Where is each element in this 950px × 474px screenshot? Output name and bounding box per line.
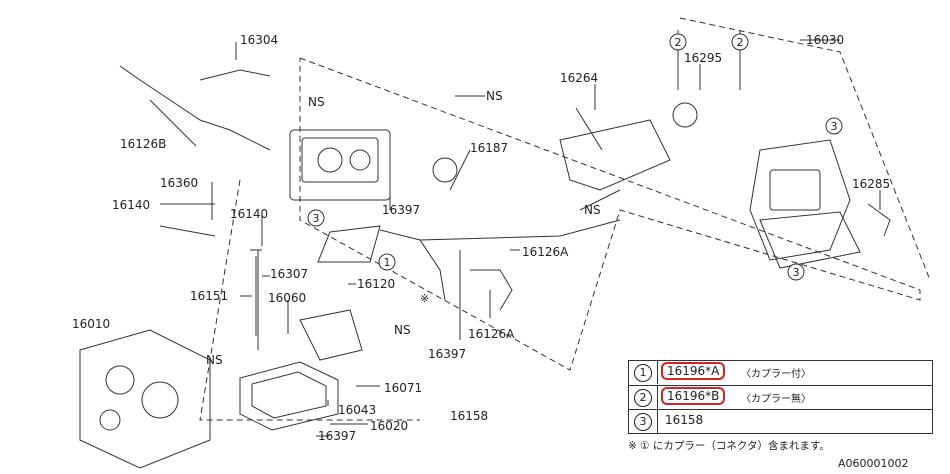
actuator-sketch (559, 119, 671, 191)
carburetor-body-sketch (289, 129, 391, 201)
part-label-16304: 16304 (240, 33, 278, 47)
ns-label: NS (206, 353, 223, 367)
ns-label: NS (308, 95, 325, 109)
part-label-16187: 16187 (470, 141, 508, 155)
carburetor-assembly-sketch (79, 329, 211, 469)
circle-marker-2: 2 (675, 36, 682, 49)
legend-code-highlighted: 16196*B (661, 387, 726, 405)
circle-markers: 1 2 2 3 3 3 (307, 33, 843, 281)
part-label-16120: 16120 (357, 277, 395, 291)
legend-number: 3 (634, 412, 652, 431)
legend-row: 2 16196*B 〈カプラー無〉 (629, 385, 932, 409)
legend-description: 〈カプラー付〉 (741, 369, 811, 380)
part-label-16071: 16071 (384, 381, 422, 395)
linkage-sketch (119, 65, 271, 151)
legend-number: 2 (634, 388, 652, 407)
circle-marker-3: 3 (313, 212, 320, 225)
ns-label: NS (584, 203, 601, 217)
part-label-16397-2: 16397 (428, 347, 466, 361)
dashed-outline-right (679, 17, 931, 281)
part-label-16020: 16020 (370, 419, 408, 433)
part-label-16307: 16307 (270, 267, 308, 281)
circle-marker-2-b: 2 (737, 36, 744, 49)
legend-row: 1 16196*A 〈カプラー付〉 (629, 361, 932, 385)
part-label-16151: 16151 (190, 289, 228, 303)
reference-code: A060001002 (838, 457, 909, 470)
part-label-16140: 16140 (112, 198, 150, 212)
part-label-16060: 16060 (268, 291, 306, 305)
circle-marker-1: 1 (384, 256, 391, 269)
throttle-body-sketch (749, 139, 851, 261)
legend-number-cell: 3 (629, 410, 658, 433)
dashed-outline-main (299, 57, 921, 371)
ns-label: NS (486, 89, 503, 103)
part-label-16126a-2: 16126A (468, 327, 515, 341)
part-label-16140-2: 16140 (230, 207, 268, 221)
circle-marker-3-c: 3 (793, 266, 800, 279)
float-chamber-sketch (239, 361, 339, 431)
part-label-16126b: 16126B (120, 137, 166, 151)
part-label-16397: 16397 (382, 203, 420, 217)
part-label-16397-3: 16397 (318, 429, 356, 443)
dashed-outline-left (199, 179, 420, 421)
asterisk-mark: ※ (420, 292, 429, 305)
part-label-16264: 16264 (560, 71, 598, 85)
legend-number-cell: 1 (629, 361, 658, 384)
part-label-16360: 16360 (160, 176, 198, 190)
legend-number-cell: 2 (629, 386, 658, 409)
legend-description: 〈カプラー無〉 (741, 394, 811, 405)
ns-labels: NS NS NS NS NS ※ (206, 89, 601, 367)
legend-number: 1 (634, 363, 652, 382)
coupler-note: ※ ① にカプラー（コネクタ）含まれます。 (628, 440, 830, 452)
part-label-16010: 16010 (72, 317, 110, 331)
part-label-16126a: 16126A (522, 245, 569, 259)
ns-label: NS (394, 323, 411, 337)
legend-table: 1 16196*A 〈カプラー付〉 2 16196*B 〈カプラー無〉 3 16… (628, 360, 933, 434)
part-number-labels: 16304 16126B 16360 16140 16140 16151 163… (72, 33, 890, 443)
legend-row: 3 16158 (629, 409, 932, 433)
part-label-16030: 16030 (806, 33, 844, 47)
legend-code: 16158 (665, 413, 704, 427)
legend-code-highlighted: 16196*A (661, 362, 726, 380)
part-label-16043: 16043 (338, 403, 376, 417)
part-label-16285: 16285 (852, 177, 890, 191)
part-label-16295: 16295 (684, 51, 722, 65)
part-label-16158: 16158 (450, 409, 488, 423)
circle-marker-3-b: 3 (831, 120, 838, 133)
